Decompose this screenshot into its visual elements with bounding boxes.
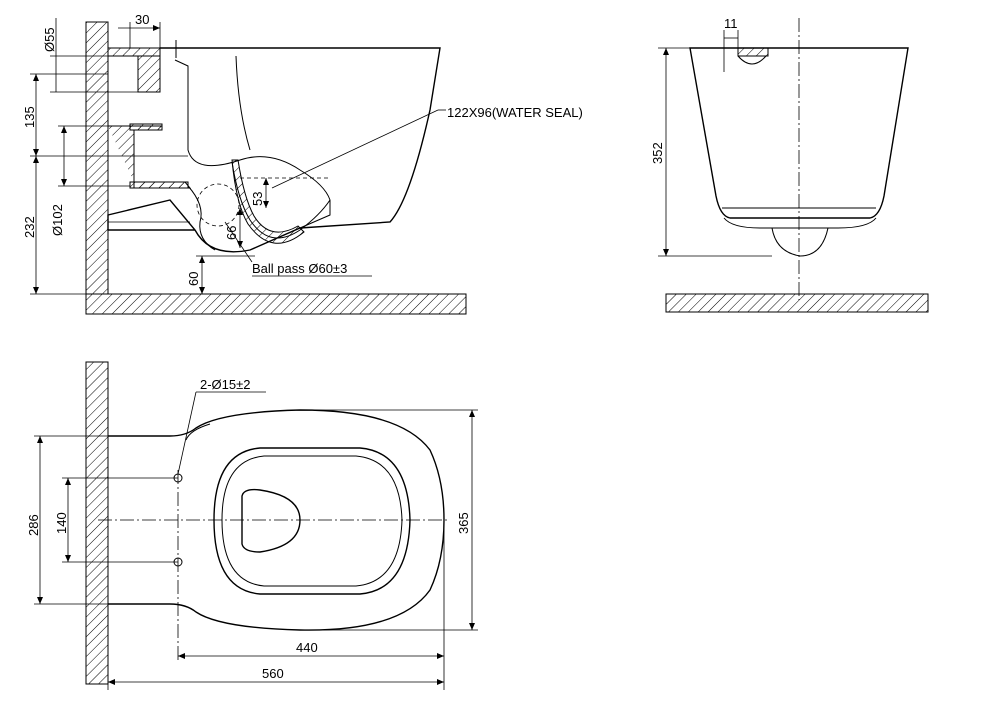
dim-top-width: 30 (135, 12, 149, 27)
dim-inlet-height: 135 (22, 106, 37, 128)
ball-pass-circle (196, 183, 240, 227)
side-view: 30 Ø55 135 Ø102 232 122X96(WATER SEAL) 5… (22, 12, 583, 315)
dim-water-seal: 122X96(WATER SEAL) (447, 105, 583, 120)
side-wall (85, 21, 109, 295)
dim-floor-gap: 60 (186, 272, 201, 286)
dim-top-offset: 11 (724, 16, 738, 31)
dim-projection-bowl: 440 (296, 640, 318, 655)
top-rim-outer (213, 447, 411, 595)
dim-height: 352 (650, 142, 665, 164)
dim-fix-height: 286 (26, 514, 41, 536)
dim-trap-53: 53 (250, 192, 265, 206)
side-floor (85, 293, 467, 315)
dim-bolt-spacing: 140 (54, 512, 69, 534)
top-wall (85, 361, 109, 685)
dim-width: 365 (456, 512, 471, 534)
dim-bolt-holes: 2-Ø15±2 (200, 377, 251, 392)
side-inlet-pipe (107, 47, 161, 57)
dim-outlet-height: 232 (22, 216, 37, 238)
dim-trap-66: 66 (224, 226, 239, 240)
front-floor (665, 293, 929, 313)
front-body-outline (689, 47, 909, 219)
dim-outlet-dia: Ø102 (50, 204, 65, 236)
dim-projection-total: 560 (262, 666, 284, 681)
dim-inlet-dia: Ø55 (42, 27, 57, 52)
top-view: 2-Ø15±2 286 140 365 440 560 (26, 361, 478, 690)
dim-ball-pass: Ball pass Ø60±3 (252, 261, 347, 276)
top-rim-inner (221, 455, 403, 587)
top-drain (241, 488, 301, 553)
front-view: 11 352 (650, 16, 929, 313)
